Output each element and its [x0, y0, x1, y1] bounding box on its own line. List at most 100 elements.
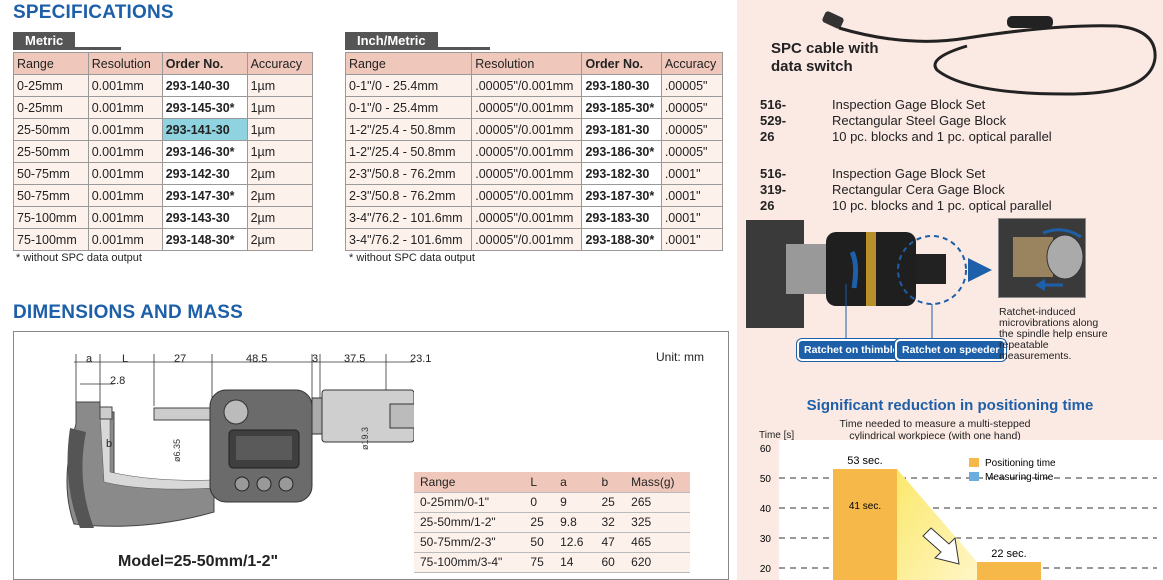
- dimensions-box: Unit: mm ø: [13, 331, 729, 580]
- order-number-cell: 293-185-30*: [581, 96, 662, 119]
- table-cell: .00005": [660, 96, 724, 119]
- table-cell: 3-4"/76.2 - 101.6mm: [344, 206, 473, 229]
- order-number-cell: 293-182-30: [581, 162, 662, 185]
- table-cell: 50: [524, 532, 555, 553]
- header-cell: Resolution: [471, 52, 583, 75]
- inch-note: * without SPC data output: [349, 252, 475, 264]
- table-cell: 9: [554, 492, 596, 513]
- dim-phi193-label: ø19.3: [360, 427, 370, 450]
- table-cell: .00005"/0.001mm: [471, 118, 583, 141]
- order-number-cell: 293-145-30*: [161, 96, 248, 119]
- header-cell: Range: [13, 52, 89, 75]
- table-cell: .00005": [660, 74, 724, 97]
- table-cell: 75-100mm/3-4": [414, 552, 525, 573]
- table-cell: .00005": [660, 140, 724, 163]
- table-cell: 2µm: [246, 228, 314, 251]
- table-cell: 2µm: [246, 184, 314, 207]
- table-cell: 0.001mm: [87, 140, 163, 163]
- table-cell: 25-50mm: [13, 140, 89, 163]
- table-cell: .00005"/0.001mm: [471, 74, 583, 97]
- table-cell: 2-3"/50.8 - 76.2mm: [344, 184, 473, 207]
- chart-subtitle: Time needed to measure a multi-stepped c…: [839, 418, 1031, 442]
- dimensions-title: DIMENSIONS AND MASS: [13, 302, 244, 323]
- dim-28-label: 2.8: [110, 375, 126, 387]
- inch-label: Inch/Metric: [345, 32, 438, 49]
- dim-375-label: 37.5: [344, 353, 366, 365]
- ratchet-zoom-image: [998, 218, 1086, 298]
- table-cell: 2µm: [246, 206, 314, 229]
- order-number-cell: 293-188-30*: [581, 228, 662, 251]
- metric-note: * without SPC data output: [16, 252, 142, 264]
- table-cell: .00005"/0.001mm: [471, 162, 583, 185]
- order-number-cell: 293-141-30: [161, 118, 248, 141]
- bar-total-label: 22 sec.: [991, 548, 1026, 560]
- legend-swatch-measuring: [969, 472, 979, 481]
- table-cell: .00005"/0.001mm: [471, 184, 583, 207]
- table-cell: 1µm: [246, 74, 314, 97]
- table-cell: 0.001mm: [87, 228, 163, 251]
- ratchet-illustration: [746, 220, 992, 338]
- table-cell: 0.001mm: [87, 96, 163, 119]
- table-cell: .0001": [660, 184, 724, 207]
- kit-1-line-2: Rectangular Steel Gage Block: [832, 113, 1007, 128]
- header-cell: Accuracy: [660, 52, 724, 75]
- kit-2-line-1: Inspection Gage Block Set: [832, 166, 986, 181]
- header-cell: a: [554, 472, 596, 493]
- chart-title: Significant reduction in positioning tim…: [806, 397, 1094, 414]
- reduction-arrow-icon: [922, 527, 960, 565]
- y-tick-label: 30: [760, 534, 772, 545]
- table-cell: .00005"/0.001mm: [471, 96, 583, 119]
- table-cell: 75-100mm: [13, 206, 89, 229]
- header-cell: Accuracy: [246, 52, 314, 75]
- y-tick-label: 60: [760, 444, 772, 455]
- bar-positioning: [977, 562, 1041, 580]
- header-cell: Range: [344, 52, 473, 75]
- table-cell: 75: [524, 552, 555, 573]
- table-cell: 465: [625, 532, 690, 553]
- bar-positioning: [833, 469, 897, 580]
- table-cell: 0.001mm: [87, 162, 163, 185]
- table-cell: 620: [625, 552, 690, 573]
- ratchet-note: Ratchet-induced microvibrations along th…: [999, 306, 1108, 362]
- unit-label: Unit: mm: [656, 350, 704, 364]
- order-number-cell: 293-143-30: [161, 206, 248, 229]
- chart-ylabel: Time [s]: [759, 430, 795, 441]
- table-cell: 0-25mm: [13, 74, 89, 97]
- bar-positioning-label: 41 sec.: [849, 501, 881, 512]
- inch-subheader: Inch/Metric: [345, 32, 490, 50]
- table-cell: 1-2"/25.4 - 50.8mm: [344, 118, 473, 141]
- table-cell: 75-100mm: [13, 228, 89, 251]
- header-cell: Order No.: [161, 52, 248, 75]
- header-cell: Mass(g): [625, 472, 690, 493]
- table-cell: 25-50mm/1-2": [414, 512, 525, 533]
- table-cell: 1µm: [246, 96, 314, 119]
- header-cell: Order No.: [581, 52, 662, 75]
- table-cell: .0001": [660, 206, 724, 229]
- order-number-cell: 293-180-30: [581, 74, 662, 97]
- header-cell: Range: [414, 472, 525, 493]
- table-cell: 50-75mm: [13, 184, 89, 207]
- dim-231-label: 23.1: [410, 353, 432, 365]
- dim-3-label: 3: [312, 353, 319, 365]
- table-cell: .0001": [660, 162, 724, 185]
- table-cell: 0.001mm: [87, 184, 163, 207]
- model-label: Model=25-50mm/1-2": [118, 553, 279, 570]
- table-cell: 12.6: [554, 532, 596, 553]
- table-cell: 50-75mm: [13, 162, 89, 185]
- header-cell: L: [524, 472, 555, 493]
- micrometer-drawing: ø6.35 ø19.3: [66, 354, 414, 528]
- table-cell: 0-25mm: [13, 96, 89, 119]
- specifications-title: SPECIFICATIONS: [13, 2, 174, 23]
- dim-a-label: a: [86, 353, 93, 365]
